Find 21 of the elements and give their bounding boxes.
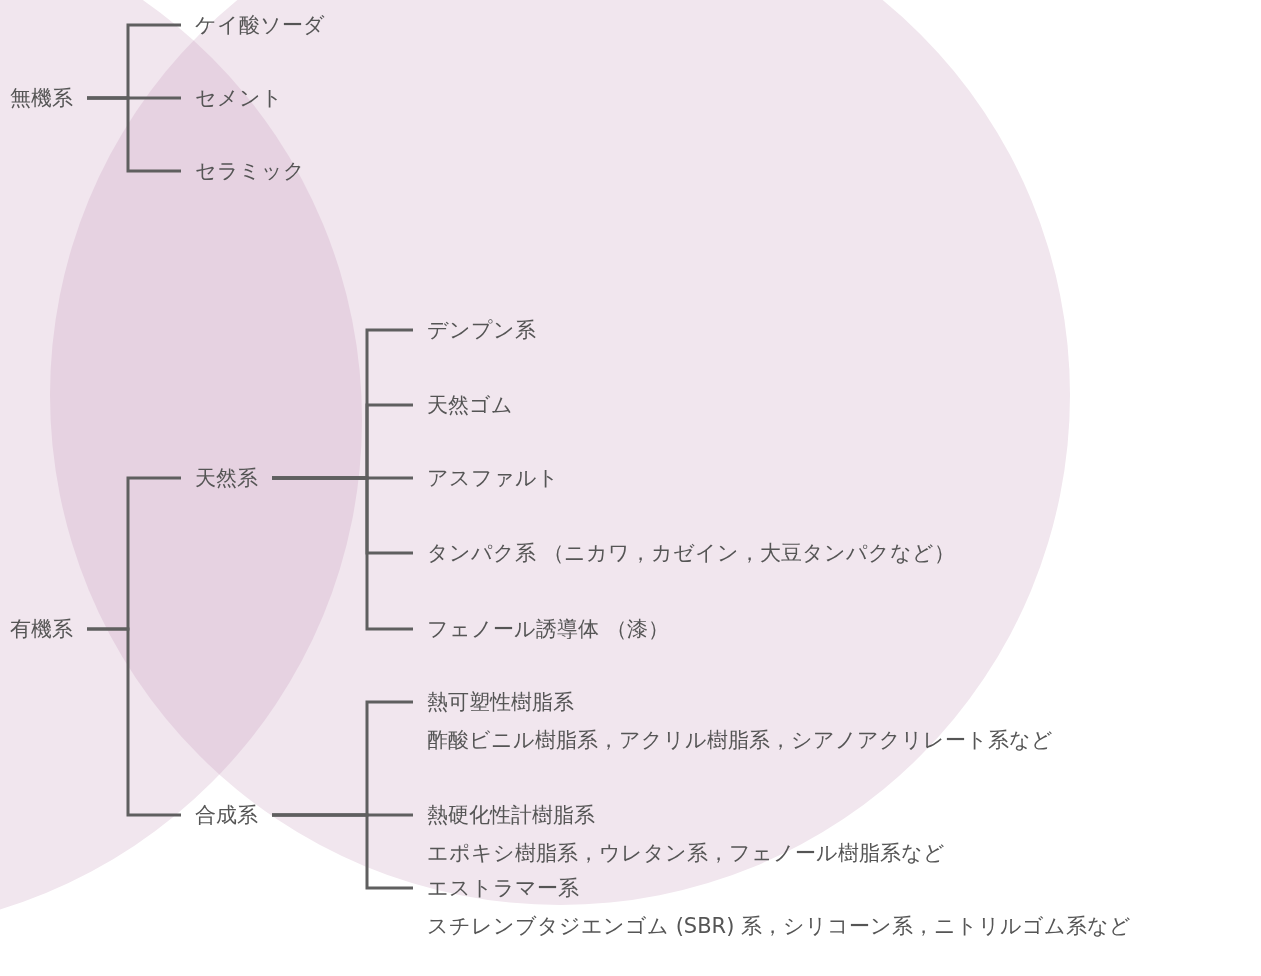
category-label: 無機系 [10,85,73,112]
tree-connector [87,627,181,817]
item-label: フェノール誘導体 （漆） [427,616,669,643]
examples-text: スチレンブタジエンゴム (SBR) 系，シリコーン系，ニトリルゴム系など [427,913,1132,940]
examples-text: エポキシ樹脂系，ウレタン系，フェノール樹脂系など [427,840,945,867]
item-label: タンパク系 （ニカワ，カゼイン，大豆タンパクなど） [427,540,955,567]
examples-text: 酢酸ビニル樹脂系，アクリル樹脂系，シアノアクリレート系など [427,727,1053,754]
tree-connector [272,813,413,890]
item-label: デンプン系 [427,317,536,344]
item-label: 天然ゴム [427,392,513,419]
tree-connector [87,96,181,173]
item-label: セラミック [195,158,305,185]
subcategory-label: 天然系 [195,465,258,492]
category-label: 有機系 [10,616,73,643]
item-label: エストラマー系 [427,875,580,902]
subcategory-label: 合成系 [195,802,258,829]
item-label: 熱硬化性計樹脂系 [427,802,596,829]
item-label: 熱可塑性樹脂系 [427,689,575,716]
item-label: アスファルト [427,465,559,492]
item-label: ケイ酸ソーダ [195,12,325,39]
item-label: セメント [195,85,283,112]
